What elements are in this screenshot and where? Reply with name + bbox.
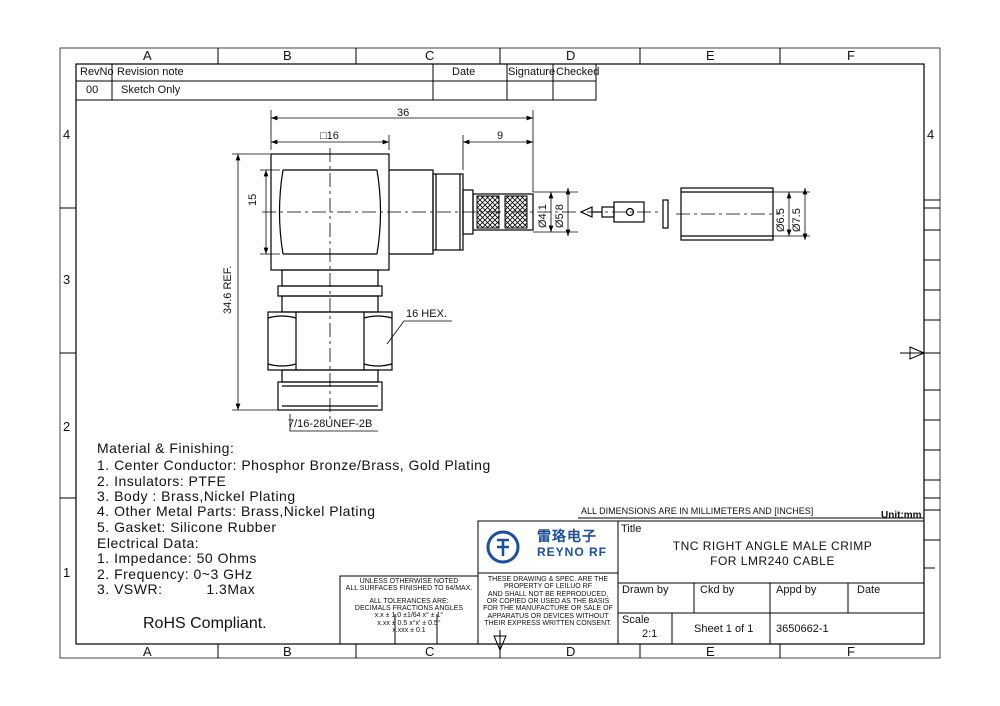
property-block: THESE DRAWING & SPEC. ARE THE PROPERTY O… (478, 576, 618, 627)
part-number: 3650662-1 (776, 623, 829, 635)
rev-row-revno: 00 (86, 84, 99, 96)
zone-col-top-e: E (706, 48, 715, 63)
drawn-by-label: Drawn by (622, 584, 669, 596)
zone-col-bottom-b: B (283, 644, 292, 659)
rev-header-signature: Signature (508, 66, 556, 78)
property-line: THEIR EXPRESS WRITTEN CONSENT. (484, 620, 612, 628)
property-line: THESE DRAWING & SPEC. ARE THE (487, 576, 609, 583)
zone-col-top-c: C (425, 48, 435, 63)
property-line: AND SHALL NOT BE REPRODUCED, (487, 590, 609, 598)
title-line-1: TNC RIGHT ANGLE MALE CRIMP (672, 539, 873, 553)
rev-header-revno: RevNo (80, 66, 114, 78)
electrical-item-1: 1. Impedance: 50 Ohms (97, 550, 257, 566)
tolerance-line: DECIMALS FRACTIONS ANGLES (354, 605, 464, 613)
title-label: Title (621, 523, 642, 535)
dim-crimp-length: 9 (497, 130, 504, 142)
logo-en: REYNO RF (537, 545, 608, 559)
property-line: PROPERTY OF LEILUO RF (503, 583, 593, 591)
dim-thread: 7/16-28UNEF-2B (288, 418, 373, 430)
zone-row-right-4: 4 (927, 127, 935, 142)
zone-col-top-b: B (283, 48, 292, 63)
appd-by-label: Appd by (776, 584, 817, 596)
dim-body-height: 15 (247, 193, 259, 206)
ckd-by-label: Ckd by (700, 584, 735, 596)
tolerance-line: x.xxx ± 0.1 (392, 627, 426, 635)
tolerance-line: x.x ± 1.0 ±1/64 x° ± 1° (374, 612, 444, 620)
rev-row-note: Sketch Only (121, 84, 181, 96)
rev-header-note: Revision note (117, 66, 184, 78)
title-line-2: FOR LMR240 CABLE (710, 554, 835, 568)
material-item-1: 1. Center Conductor: Phosphor Bronze/Bra… (97, 457, 491, 473)
material-title: Material & Finishing: (97, 440, 235, 456)
material-item-3: 3. Body : Brass,Nickel Plating (97, 488, 296, 504)
tolerance-line: UNLESS OTHERWISE NOTED (359, 578, 459, 585)
zone-col-bottom-f: F (847, 644, 855, 659)
zone-row-left-2: 2 (63, 419, 71, 434)
zone-col-top-a: A (143, 48, 152, 63)
electrical-item-2: 2. Frequency: 0~3 GHz (97, 566, 253, 582)
electrical-title: Electrical Data: (97, 535, 200, 551)
tolerance-line: ALL TOLERANCES ARE: (369, 597, 449, 605)
zone-row-left-1: 1 (63, 565, 71, 580)
material-item-2: 2. Insulators: PTFE (97, 473, 227, 489)
logo-cn: 雷珞电子 (537, 528, 597, 544)
zone-row-left-3: 3 (63, 272, 71, 287)
material-item-4: 4. Other Metal Parts: Brass,Nickel Plati… (97, 503, 376, 519)
date-label: Date (857, 584, 881, 596)
dim-ferrule-dia-1: Ø6.5 (775, 208, 787, 232)
property-line: FOR THE MANUFACTURE OR SALE OF (483, 605, 613, 613)
rev-header-checked: Checked (556, 66, 600, 78)
dim-overall-length: 36 (397, 107, 410, 119)
rev-header-date: Date (452, 66, 476, 78)
zone-row-left-4: 4 (63, 127, 71, 142)
electrical-item-3: 3. VSWR: 1.3Max (97, 581, 256, 597)
material-item-5: 5. Gasket: Silicone Rubber (97, 519, 277, 535)
tolerance-line: x.xx ± 0.5 x°x' ± 0.5° (377, 619, 441, 627)
zone-col-bottom-a: A (143, 644, 152, 659)
zone-col-bottom-c: C (425, 644, 435, 659)
all-dimensions-note: ALL DIMENSIONS ARE IN MILLIMETERS AND [I… (581, 506, 814, 516)
unit-label: Unit:mm (881, 510, 922, 521)
zone-col-bottom-d: D (566, 644, 576, 659)
sheet-label: Sheet 1 of 1 (694, 623, 754, 635)
dim-reference-height: 34.6 REF. (222, 265, 234, 314)
dim-body-square: □16 (320, 130, 339, 142)
tolerance-line: ALL SURFACES FINISHED TO 64/MAX. (345, 585, 473, 593)
dim-pin-dia-1: Ø4.1 (537, 204, 549, 228)
zone-col-top-d: D (566, 48, 576, 63)
dim-ferrule-dia-2: Ø7.5 (791, 208, 803, 232)
reyno-logo-icon (486, 530, 520, 564)
tolerance-block: UNLESS OTHERWISE NOTED ALL SURFACES FINI… (340, 578, 478, 634)
property-line: OR COPIED OR USED AS THE BASIS (486, 598, 610, 606)
zone-col-top-f: F (847, 48, 855, 63)
dim-hex: 16 HEX. (406, 308, 447, 320)
scale-value: 2:1 (642, 628, 658, 640)
dim-pin-dia-2: Ø5.8 (554, 204, 566, 228)
rohs-label: RoHS Compliant. (143, 615, 267, 632)
property-line: APPARATUS OR DEVICES WITHOUT (487, 612, 609, 620)
scale-label: Scale (622, 614, 650, 626)
zone-col-bottom-e: E (706, 644, 715, 659)
